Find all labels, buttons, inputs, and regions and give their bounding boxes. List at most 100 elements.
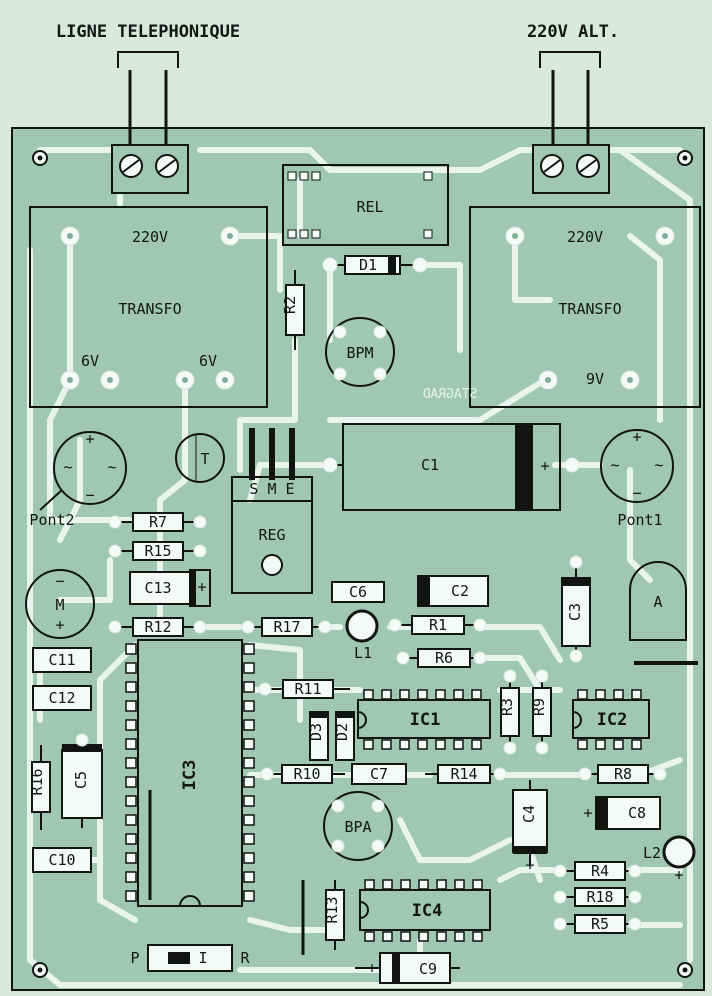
capacitor-c5 [61,733,103,828]
ic2-pins [577,689,642,750]
svg-text:+: + [419,582,428,600]
ic2-label: IC2 [597,710,628,730]
ic1-label: IC1 [410,710,441,730]
ic-pin-pad [125,852,137,864]
led-label: A [653,593,662,611]
transfo-left-primary: 220V [132,228,168,246]
transfo-left-title: TRANSFO [118,300,181,318]
ic-pin-pad [364,931,375,942]
pont2-label: Pont2 [29,511,74,529]
ic-pin-pad [125,662,137,674]
transfo-left-sec-left: 6V [81,352,99,370]
ic-pin-pad [400,931,411,942]
ic-pin-pad [453,739,464,750]
svg-text:~: ~ [610,456,619,474]
ic4-outline [359,889,491,931]
r5-label: R5 [591,915,609,933]
resistor-r4 [553,861,642,881]
pont1-label: Pont1 [617,511,662,529]
motor-m: − + [25,569,95,639]
relay-label: REL [356,198,383,216]
capacitor-c12 [32,685,92,711]
r17-label: R17 [273,618,300,636]
c1-label: C1 [421,456,439,474]
transfo-right-secondary: 9V [586,370,604,388]
ic-pin-pad [243,833,255,845]
resistor-r13 [325,880,345,950]
c13-label: C13 [144,579,171,597]
regulator-label: REG [258,526,285,544]
ic3-pins [125,643,255,902]
r3-label: R3 [498,698,516,716]
ic-pin-pad [471,739,482,750]
ic-pin-pad [243,719,255,731]
ic1-outline [357,699,491,739]
capacitor-c11 [32,647,92,673]
relay-outline [282,164,449,246]
switch-r-label: R [240,949,250,967]
transformer-left [29,206,268,408]
capacitor-c10 [32,847,92,873]
c5-label: C5 [72,771,90,789]
ic2-outline [572,699,650,739]
ic-pin-pad [453,689,464,700]
r4-label: R4 [591,862,609,880]
r18-label: R18 [586,888,613,906]
capacitor-c7 [351,763,407,785]
svg-text:~: ~ [63,458,72,476]
resistor-r1 [388,615,487,635]
transformer-pads [60,226,675,390]
transfo-right-primary: 220V [567,228,603,246]
ic-pin-pad [613,689,624,700]
ic-pin-pad [125,833,137,845]
ic-pin-pad [125,719,137,731]
c11-label: C11 [48,651,75,669]
ic-pin-pad [418,879,429,890]
svg-text:+: + [632,428,641,446]
ic-pin-pad [125,890,137,902]
c6-label: C6 [349,583,367,601]
phone-line-label: LIGNE TELEPHONIQUE [56,22,240,42]
ic-pin-pad [243,643,255,655]
capacitor-c9: + [355,952,460,984]
mounting-holes [32,150,693,978]
ic-pin-pad [363,739,374,750]
svg-text:+: + [367,959,376,977]
svg-text:~: ~ [107,458,116,476]
capacitor-c3 [561,555,591,663]
c10-label: C10 [48,851,75,869]
ic1-pins [363,689,482,750]
r8-label: R8 [614,765,632,783]
pushbutton-bpm [325,317,395,387]
resistor-r12 [108,617,207,637]
r9-label: R9 [530,698,548,716]
regulator-reg [231,428,313,594]
ic3-outline [137,639,243,907]
svg-text:+: + [55,616,64,634]
d2-label: D2 [333,723,351,741]
ic-pin-pad [125,681,137,693]
capacitor-c1: + [322,423,580,511]
r6-label: R6 [435,649,453,667]
diode-d1 [322,255,428,275]
c9-label: C9 [419,960,437,978]
mains-terminal-block [532,144,610,194]
regulator-pins: S M E [249,480,294,498]
mains-label: 220V ALT. [527,22,619,42]
svg-text:+: + [525,856,534,874]
phone-line-wires [117,51,601,145]
resistor-r3 [500,669,520,755]
ic-pin-pad [417,739,428,750]
ic-pin-pad [471,689,482,700]
ic-pin-pad [243,795,255,807]
svg-text:+: + [197,578,206,596]
diode-d2 [335,711,355,761]
ic-pin-pad [472,879,483,890]
switch-i-label: I [198,949,207,967]
ic-pin-pad [364,879,375,890]
ic-pin-pad [577,739,588,750]
transistor-label: T [200,450,209,468]
switch-pir [147,944,233,972]
svg-text:−: − [85,486,94,504]
